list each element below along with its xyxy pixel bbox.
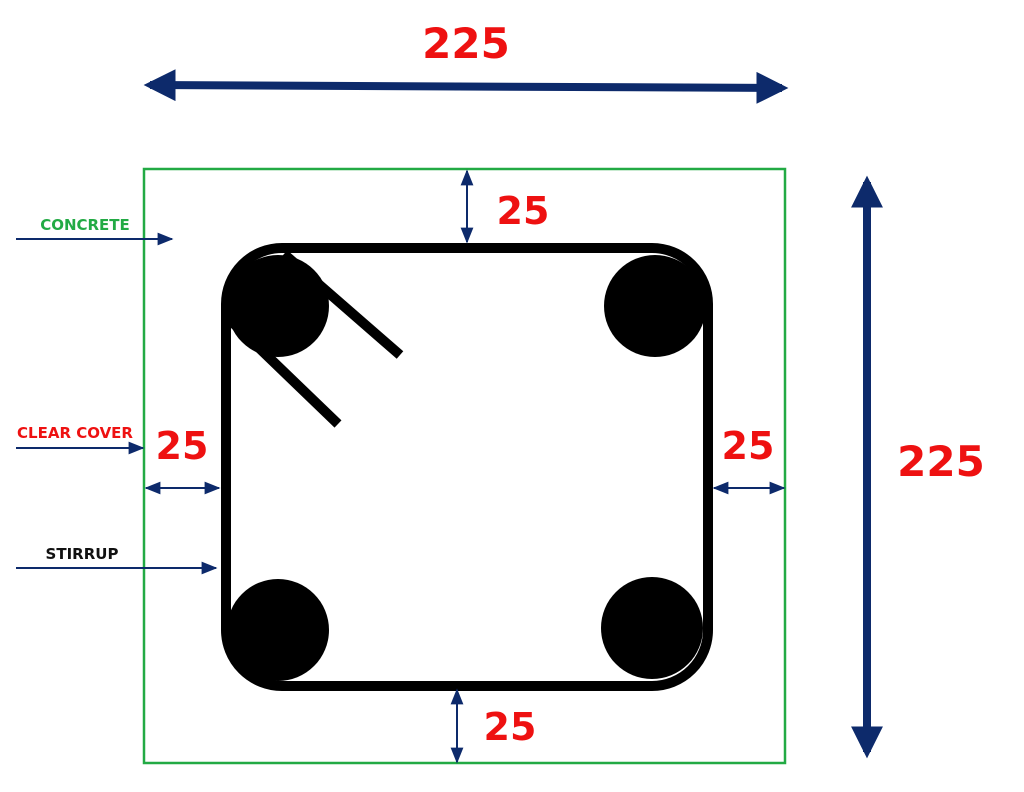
rebar-top-left (227, 255, 329, 357)
width-dimension-arrow (143, 69, 789, 104)
cover-top-label: 25 (497, 189, 550, 233)
clear-cover-label: CLEAR COVER (17, 424, 133, 442)
rebar-top-right (604, 255, 706, 357)
rebar-bottom-left (227, 579, 329, 681)
cover-right-label: 25 (722, 424, 775, 468)
cover-bottom-label: 25 (484, 705, 537, 749)
concrete-section-outline (142, 167, 787, 765)
stirrup (221, 243, 713, 691)
rebar-bottom-right (601, 577, 703, 679)
stirrup-label: STIRRUP (46, 545, 119, 563)
cover-left-label: 25 (156, 424, 209, 468)
height-dimension-label: 225 (897, 437, 985, 486)
width-dimension-label: 225 (422, 19, 510, 68)
concrete-label: CONCRETE (40, 216, 130, 234)
